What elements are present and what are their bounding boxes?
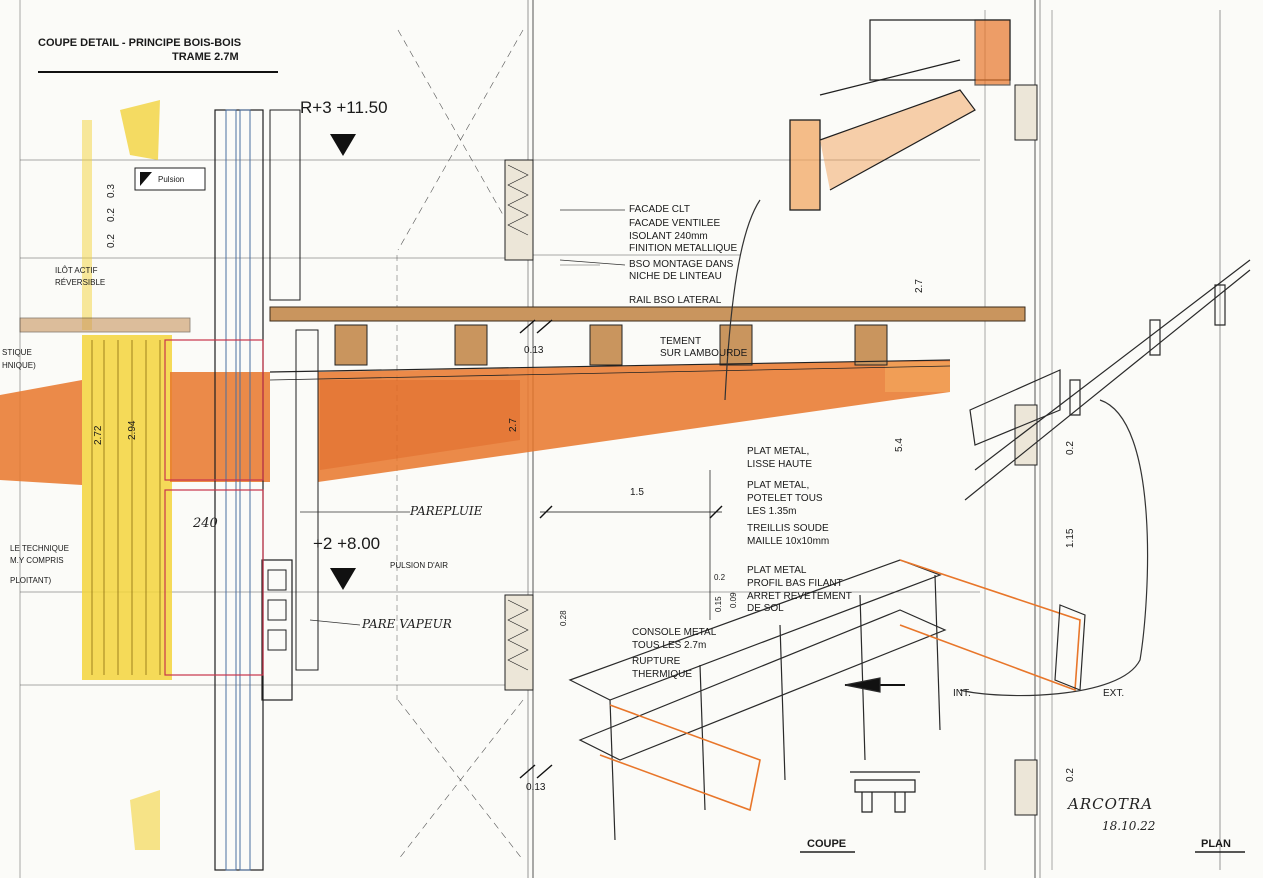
dim-2-72: 2.72 [93, 425, 104, 445]
window-column [164, 109, 319, 871]
dimension-ticks [519, 319, 723, 779]
level-marker-upper [330, 134, 356, 156]
dim-0-13-a: 0.13 [524, 345, 544, 356]
bso-label-1: BSO MONTAGE DANS [629, 259, 734, 270]
ilot-label-1: ILÔT ACTIF [55, 266, 98, 275]
dim-0-3: 0.3 [106, 184, 117, 198]
timber-beams [19, 306, 1026, 381]
treillis-label-2: MAILLE 10x10mm [747, 536, 830, 547]
coupe-detail [800, 771, 1245, 853]
pare-vapeur-label: PARE VAPEUR [362, 617, 452, 631]
plat-potelet-label-2: POTELET TOUS [747, 493, 823, 504]
facade-wall [504, 84, 1038, 816]
technique-label-1: LE TECHNIQUE [10, 544, 69, 553]
dim-0-09: 0.09 [729, 592, 738, 608]
dim-0-2-c: 0.2 [1065, 441, 1076, 455]
parement-label-2: SUR LAMBOURDE [660, 348, 748, 359]
yellow-insulation-column [82, 100, 172, 850]
dim-0-2-b: 0.2 [106, 234, 117, 248]
acoustique-label-1: STIQUE [2, 348, 32, 357]
console-label-1: CONSOLE METAL [632, 627, 717, 638]
parement-label-1: TEMENT [660, 336, 702, 347]
dim-0-2-d: 0.2 [1065, 768, 1076, 782]
upper-beam-sketch [724, 19, 1011, 401]
plat-profil-label-4: DE SOL [747, 603, 784, 614]
treillis-label-1: TREILLIS SOUDE [747, 523, 829, 534]
dim-5-4: 5.4 [894, 438, 905, 452]
plat-lisse-label-2: LISSE HAUTE [747, 459, 813, 470]
dim-1-5: 1.5 [630, 487, 644, 498]
console-label-4: THERMIQUE [632, 669, 692, 680]
facade-label-2: FACADE VENTILEE [629, 218, 721, 229]
view-label-coupe: COUPE [807, 838, 847, 850]
balustrade-perspective-sketch [568, 259, 1251, 841]
int-label: INT. [953, 688, 971, 699]
dim-0-13-b: 0.13 [526, 782, 546, 793]
technique-label-2: M.Y COMPRIS [10, 556, 64, 565]
plat-lisse-label-1: PLAT METAL, [747, 446, 810, 457]
dim-0-28: 0.28 [559, 610, 568, 626]
ext-label: EXT. [1103, 688, 1125, 699]
console-label-3: RUPTURE [632, 656, 681, 667]
dim-240-label: 240 [193, 516, 218, 531]
bso-label-2: NICHE DE LINTEAU [629, 271, 722, 282]
plat-profil-label-1: PLAT METAL [747, 565, 807, 576]
exploitant-label: PLOITANT) [10, 576, 52, 585]
level-marker-lower [330, 568, 356, 590]
dim-2-7-b: 2.7 [914, 279, 925, 293]
pulsion-air-label: PULSION D'AIR [390, 561, 448, 570]
plat-profil-label-2: PROFIL BAS FILANT [747, 578, 843, 589]
console-label-2: TOUS LES 2.7m [632, 640, 707, 651]
acoustique-label-2: HNIQUE) [2, 361, 36, 370]
dim-1-15: 1.15 [1065, 528, 1076, 548]
dim-2-7-a: 2.7 [508, 418, 519, 432]
dim-0-2-e: 0.2 [714, 573, 726, 582]
dim-0-2-a: 0.2 [106, 208, 117, 222]
facade-label-1: FACADE CLT [629, 204, 690, 215]
plat-potelet-label-3: LES 1.35m [747, 506, 797, 517]
view-label-plan: PLAN [1201, 838, 1231, 850]
ilot-label-2: RÉVERSIBLE [55, 278, 106, 287]
orange-floor-slab [0, 360, 950, 485]
drawing-title: COUPE DETAIL - PRINCIPE BOIS-BOIS [38, 37, 242, 49]
dim-0-15: 0.15 [714, 596, 723, 612]
plat-potelet-label-1: PLAT METAL, [747, 480, 810, 491]
facade-label-3: ISOLANT 240mm [629, 231, 708, 242]
pulsion-box [134, 167, 206, 191]
facade-label-4: FINITION METALLIQUE [629, 243, 738, 254]
rail-label: RAIL BSO LATERAL [629, 295, 722, 306]
level-label-upper: R+3 +11.50 [300, 98, 388, 117]
level-label-lower: +2 +8.00 [313, 534, 381, 553]
pulsion-label: Pulsion [158, 175, 185, 184]
drawing-subtitle: TRAME 2.7M [172, 51, 239, 63]
dim-2-94: 2.94 [127, 420, 138, 440]
pare-pluie-label: PAREPLUIE [410, 504, 483, 518]
leader-lines [300, 209, 626, 626]
plat-profil-label-3: ARRET REVETEMENT [747, 591, 852, 602]
signature-name: ARCOTRA [1068, 795, 1154, 813]
signature-date: 18.10.22 [1102, 819, 1156, 833]
